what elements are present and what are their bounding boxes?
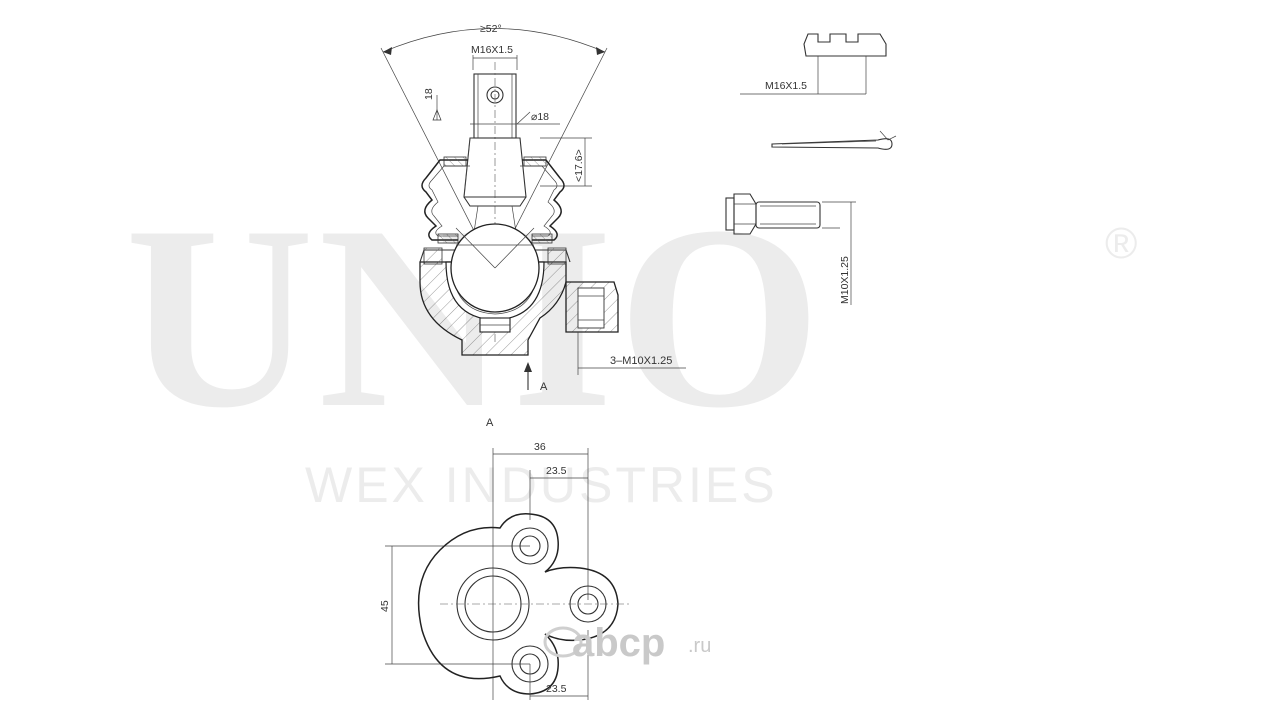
view-arrow-letter: A	[540, 381, 548, 393]
watermark-registered: ®	[1105, 219, 1137, 268]
boot-height-label: <17.6>	[573, 149, 585, 182]
mount-holes-label: 3–M10X1.25	[610, 355, 672, 367]
dim-23-5-top-label: 23.5	[546, 465, 567, 477]
abcp-logo-text: abcp	[572, 621, 665, 665]
nut-thread-label: M16X1.5	[765, 80, 807, 92]
swing-angle-label: ≥52°	[480, 23, 502, 35]
ball-joint-section: ≥52° M16X1.5 18 ⌀18 <17.6>	[380, 23, 686, 393]
watermark: UNIO ® WEX INDUSTRIES	[125, 172, 1137, 513]
bolt-thread-label: M10X1.25	[839, 256, 851, 304]
small-height-label: 18	[423, 88, 435, 100]
view-a-title: A	[486, 417, 494, 429]
cone-diameter-label: ⌀18	[531, 111, 549, 123]
cotter-pin	[771, 130, 897, 150]
view-a: A 36 23.5 45 23.5	[379, 417, 630, 700]
abcp-logo-tld: .ru	[688, 635, 711, 657]
stud-thread-label: M16X1.5	[471, 44, 513, 56]
castle-nut: M16X1.5	[740, 33, 887, 95]
dim-45-label: 45	[379, 600, 391, 612]
dim-36-label: 36	[534, 441, 546, 453]
dim-23-5-bottom-label: 23.5	[546, 683, 567, 695]
flange-bolt: M10X1.25	[725, 193, 856, 305]
watermark-company: WEX INDUSTRIES	[305, 457, 778, 513]
abcp-logo: abcp .ru	[543, 621, 711, 665]
